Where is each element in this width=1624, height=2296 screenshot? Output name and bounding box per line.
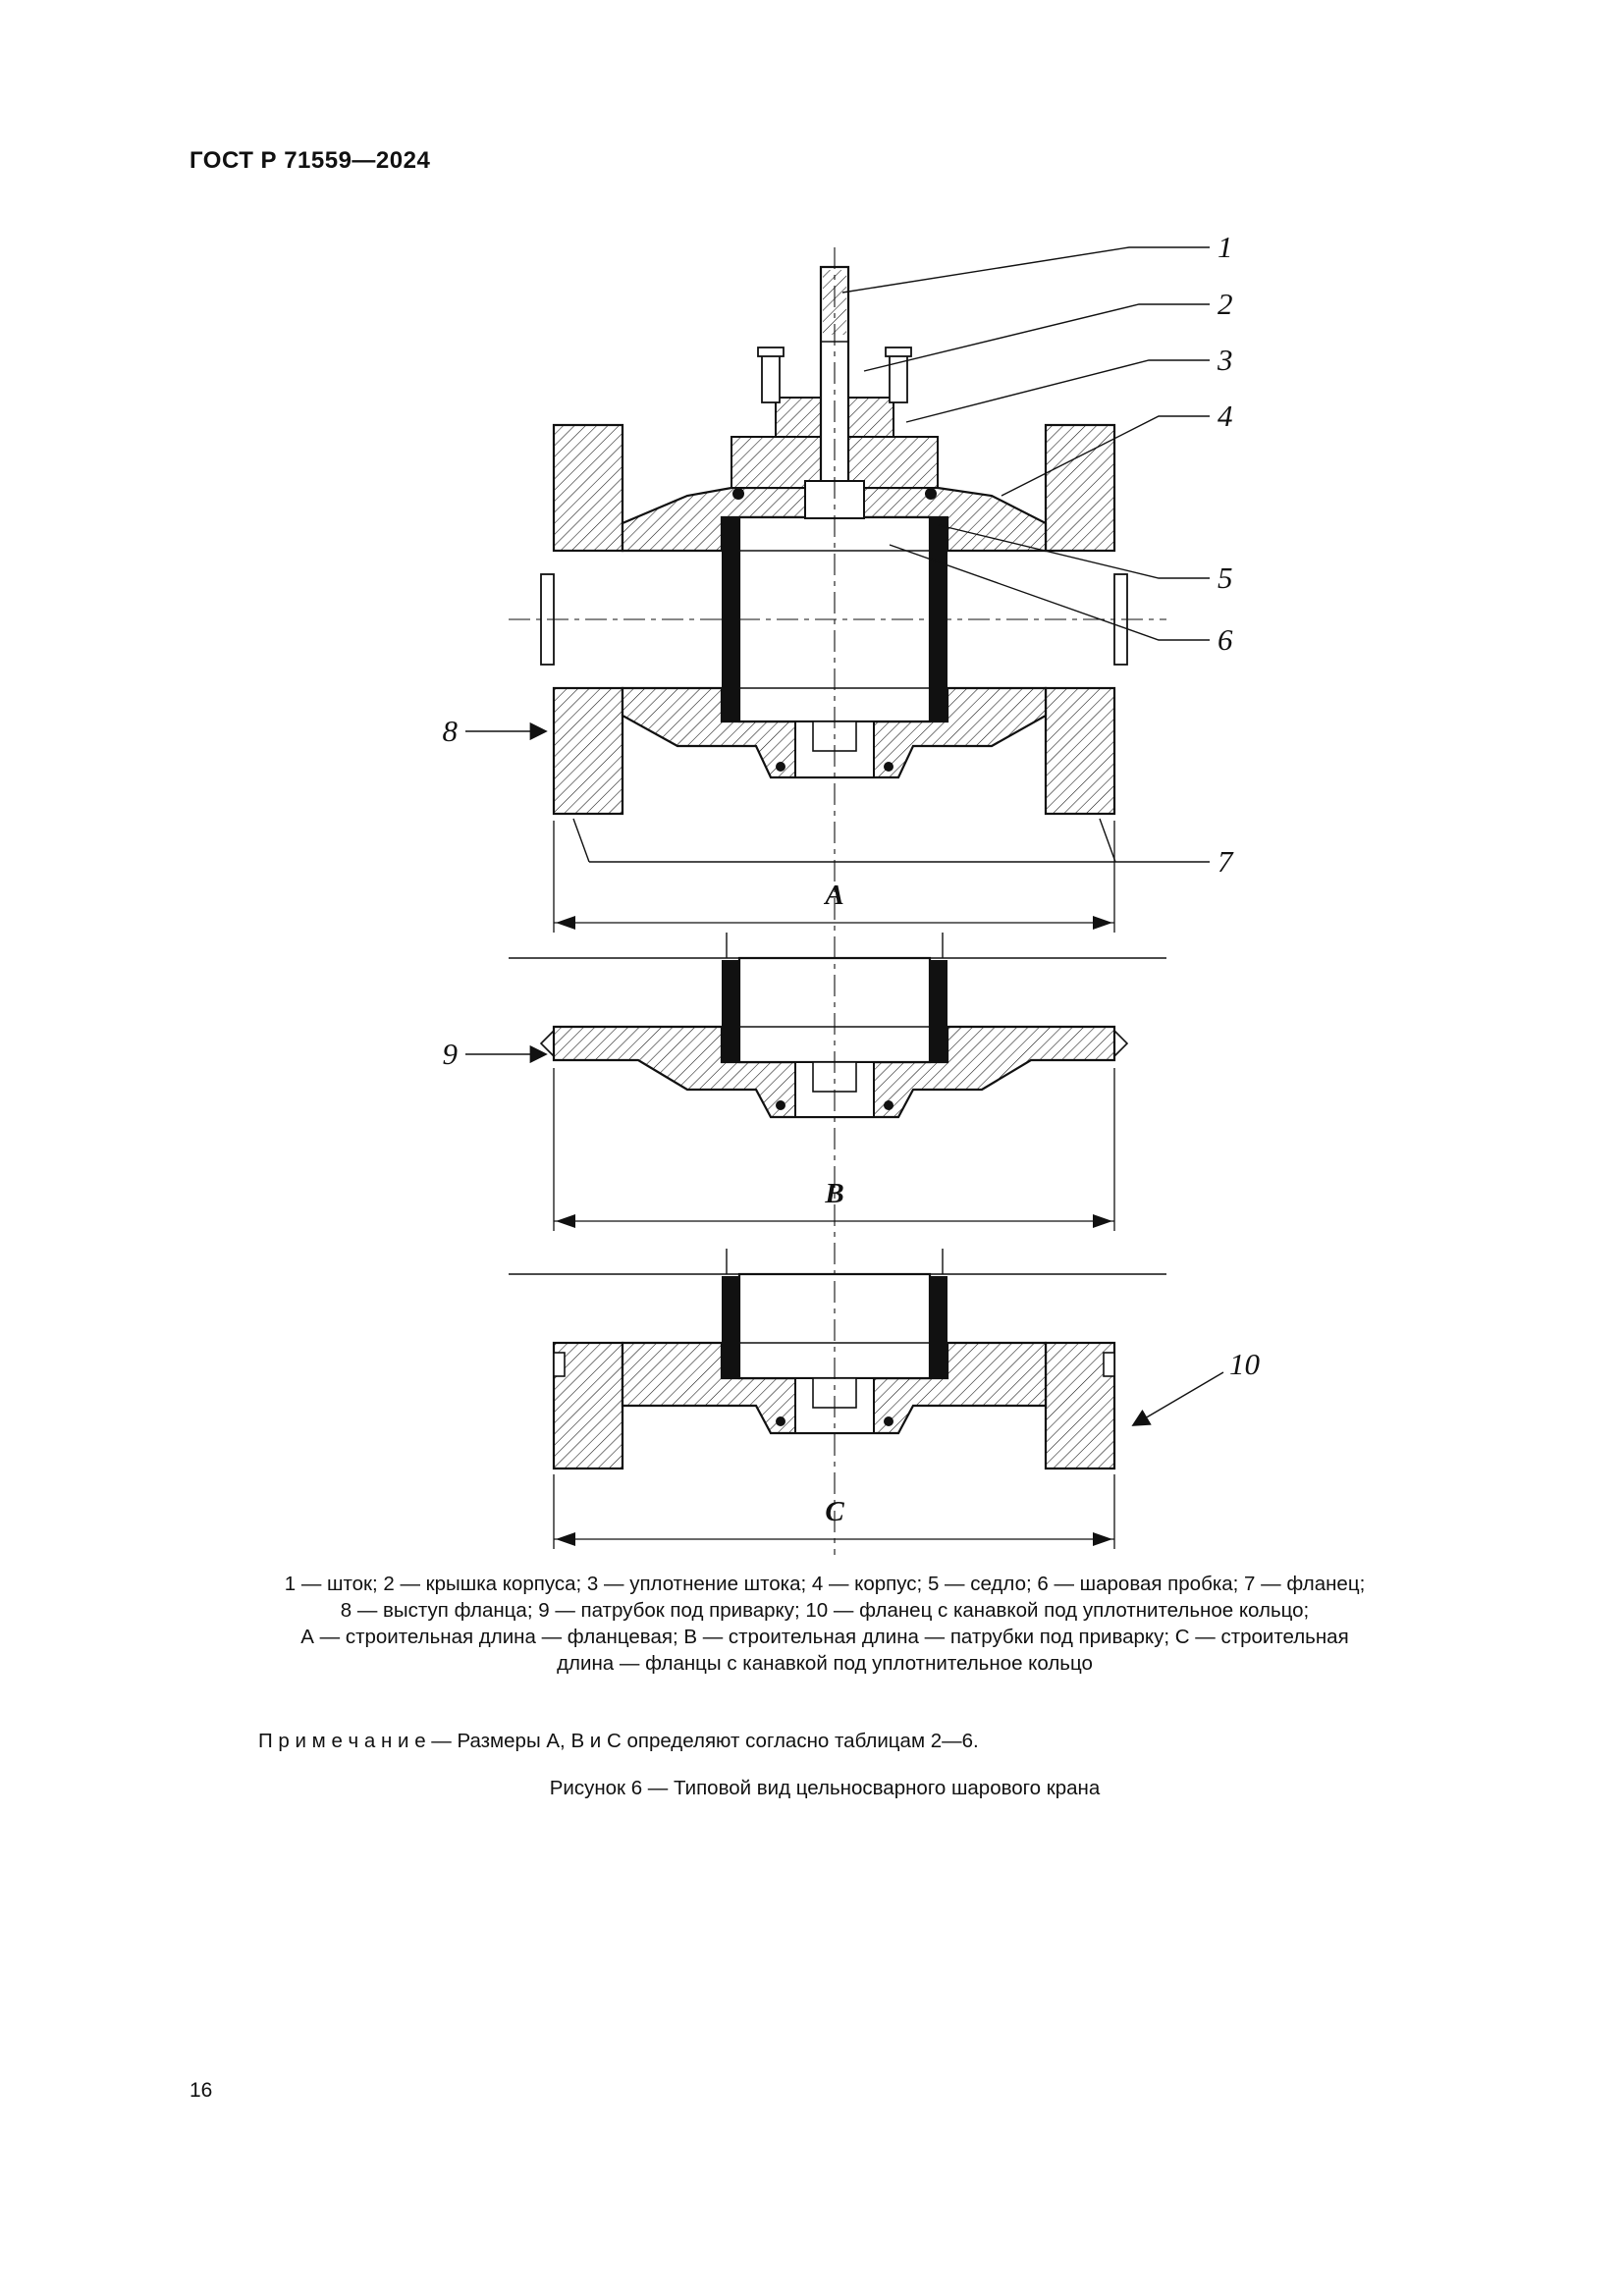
callout-leader-lines bbox=[465, 246, 1224, 1426]
callout-9: 9 bbox=[442, 1037, 459, 1071]
figure-caption: Рисунок 6 — Типовой вид цельносварного ш… bbox=[549, 1777, 1101, 1799]
callout-5: 5 bbox=[1218, 561, 1233, 595]
callout-2: 2 bbox=[1218, 287, 1233, 321]
document-header: ГОСТ Р 71559—2024 bbox=[189, 147, 431, 174]
callout-4: 4 bbox=[1218, 399, 1233, 433]
legend-line-2: 8 — выступ фланца; 9 — патрубок под прив… bbox=[340, 1599, 1310, 1622]
dimension-label-a: А bbox=[825, 880, 844, 911]
dimension-label-c: С bbox=[825, 1496, 844, 1527]
callout-7: 7 bbox=[1218, 844, 1233, 879]
figure-legend: 1 — шток; 2 — крышка корпуса; 3 — уплотн… bbox=[172, 1571, 1478, 1677]
legend-line-3: А — строительная длина — фланцевая; В — … bbox=[300, 1626, 1349, 1648]
callout-10: 10 bbox=[1229, 1347, 1260, 1381]
legend-line-1: 1 — шток; 2 — крышка корпуса; 3 — уплотн… bbox=[284, 1573, 1366, 1595]
callout-3: 3 bbox=[1218, 343, 1233, 377]
page-number: 16 bbox=[189, 2079, 213, 2102]
dimension-lines bbox=[553, 821, 1115, 1549]
centerlines bbox=[509, 247, 1166, 1555]
dimension-label-b: В bbox=[825, 1178, 844, 1209]
figure-note: П р и м е ч а н и е — Размеры А, В и С о… bbox=[258, 1730, 979, 1752]
groove-flange-valve-view bbox=[509, 1249, 1166, 1470]
flanged-valve-section-view bbox=[540, 265, 1128, 816]
legend-line-4: длина — фланцы с канавкой под уплотнител… bbox=[557, 1652, 1093, 1675]
callout-6: 6 bbox=[1218, 622, 1233, 657]
weld-end-valve-view bbox=[509, 933, 1166, 1119]
callout-8: 8 bbox=[442, 714, 459, 748]
callout-1: 1 bbox=[1218, 230, 1233, 264]
